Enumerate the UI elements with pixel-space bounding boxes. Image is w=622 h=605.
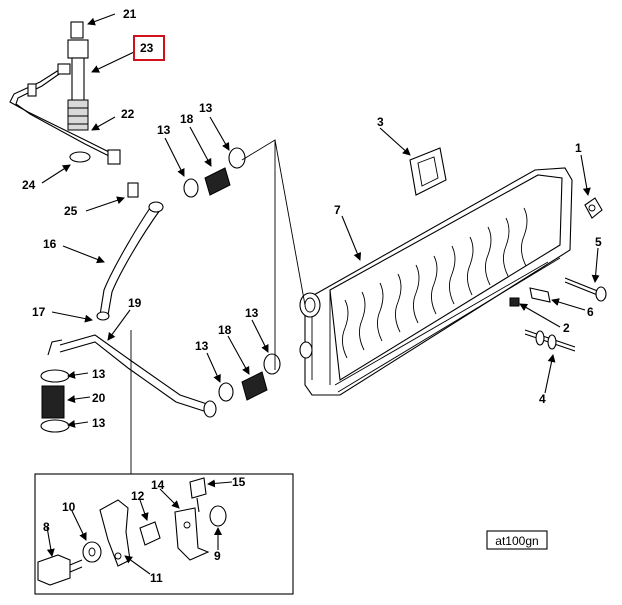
dipstick-tube-assembly xyxy=(9,21,139,198)
callout-24[interactable]: 24 xyxy=(22,178,36,192)
callout-7[interactable]: 7 xyxy=(334,203,341,217)
callout-11[interactable]: 11 xyxy=(150,571,163,585)
callout-14[interactable]: 14 xyxy=(151,478,165,492)
callout-22[interactable]: 22 xyxy=(121,107,135,121)
hose-18-lower xyxy=(218,353,281,402)
nut-6 xyxy=(529,287,551,303)
callout-16[interactable]: 16 xyxy=(43,237,57,251)
callout-20[interactable]: 20 xyxy=(92,391,106,405)
fastener-1 xyxy=(584,197,603,219)
callout-10[interactable]: 10 xyxy=(62,500,76,514)
gasket xyxy=(409,147,447,196)
callout-5[interactable]: 5 xyxy=(595,235,602,249)
callout-9[interactable]: 9 xyxy=(214,549,221,563)
stud-5 xyxy=(564,277,607,302)
callout-17[interactable]: 17 xyxy=(32,305,46,319)
callout-21[interactable]: 21 xyxy=(123,7,137,21)
callout-13-f[interactable]: 13 xyxy=(245,306,259,320)
callout-13-c[interactable]: 13 xyxy=(157,123,171,137)
callout-19[interactable]: 19 xyxy=(128,296,142,310)
callout-labels: 21 23 22 24 25 16 17 19 13 20 13 13 18 1… xyxy=(22,7,602,585)
callout-13-a[interactable]: 13 xyxy=(92,367,106,381)
hose-20 xyxy=(40,369,70,433)
callout-1[interactable]: 1 xyxy=(575,141,582,155)
callout-13-d[interactable]: 13 xyxy=(199,101,213,115)
figure-code: at100gn xyxy=(495,534,538,548)
callout-4[interactable]: 4 xyxy=(539,392,546,406)
tube-16 xyxy=(96,201,164,321)
callout-15[interactable]: 15 xyxy=(232,475,246,489)
callout-23[interactable]: 23 xyxy=(140,41,154,55)
callout-12[interactable]: 12 xyxy=(131,489,145,503)
leader-lines xyxy=(41,13,600,575)
callout-3[interactable]: 3 xyxy=(377,115,384,129)
callout-6[interactable]: 6 xyxy=(587,305,594,319)
washer-2 xyxy=(509,297,520,307)
callout-18-a[interactable]: 18 xyxy=(180,112,194,126)
detail-inset xyxy=(34,473,294,595)
oil-cooler-body xyxy=(299,167,573,396)
stud-4 xyxy=(524,329,576,352)
callout-25[interactable]: 25 xyxy=(64,204,78,218)
callout-13-b[interactable]: 13 xyxy=(92,416,106,430)
callout-8[interactable]: 8 xyxy=(43,520,50,534)
callout-13-e[interactable]: 13 xyxy=(195,339,209,353)
callout-2[interactable]: 2 xyxy=(563,321,570,335)
hose-18-upper xyxy=(183,147,246,198)
highlight-box xyxy=(133,35,165,61)
figure-code-box: at100gn xyxy=(486,530,548,550)
tube-19 xyxy=(47,334,217,418)
callout-18-b[interactable]: 18 xyxy=(218,323,232,337)
